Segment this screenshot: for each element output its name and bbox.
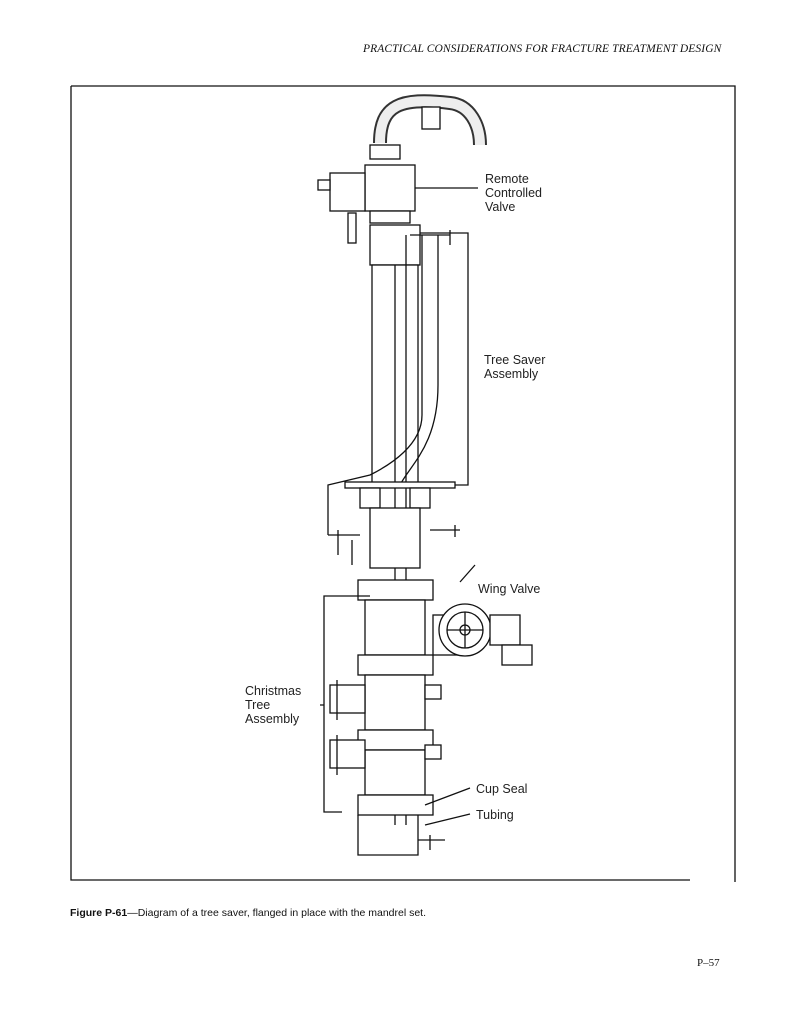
- label-line: Assembly: [245, 712, 300, 726]
- label-line: Tree: [245, 698, 271, 712]
- label-wing-valve: Wing Valve: [478, 582, 541, 596]
- caption-text: —Diagram of a tree saver, flanged in pla…: [127, 907, 427, 919]
- label-line: Controlled: [485, 186, 542, 200]
- label-line: Tree Saver: [484, 353, 546, 367]
- label-christmas-tree-assembly: Christmas Tree Assembly: [245, 684, 301, 726]
- figure-frame: [70, 85, 736, 882]
- label-line: Remote: [485, 172, 529, 186]
- label-tree-saver-assembly: Tree Saver Assembly: [484, 353, 545, 381]
- label-tubing: Tubing: [476, 808, 514, 822]
- figure-number: Figure P-61: [70, 907, 128, 919]
- figure-caption: Figure P-61—Diagram of a tree saver, fla…: [70, 907, 426, 919]
- frame-border: [70, 85, 736, 882]
- running-header: PRACTICAL CONSIDERATIONS FOR FRACTURE TR…: [363, 43, 722, 55]
- label-line: Valve: [485, 200, 516, 214]
- tree-saver-diagram: [317, 94, 533, 856]
- label-remote-controlled-valve: Remote Controlled Valve: [485, 172, 542, 214]
- label-cup-seal: Cup Seal: [476, 782, 528, 796]
- label-line: Christmas: [245, 684, 302, 698]
- label-line: Assembly: [484, 367, 539, 381]
- page-number: P–57: [697, 957, 720, 969]
